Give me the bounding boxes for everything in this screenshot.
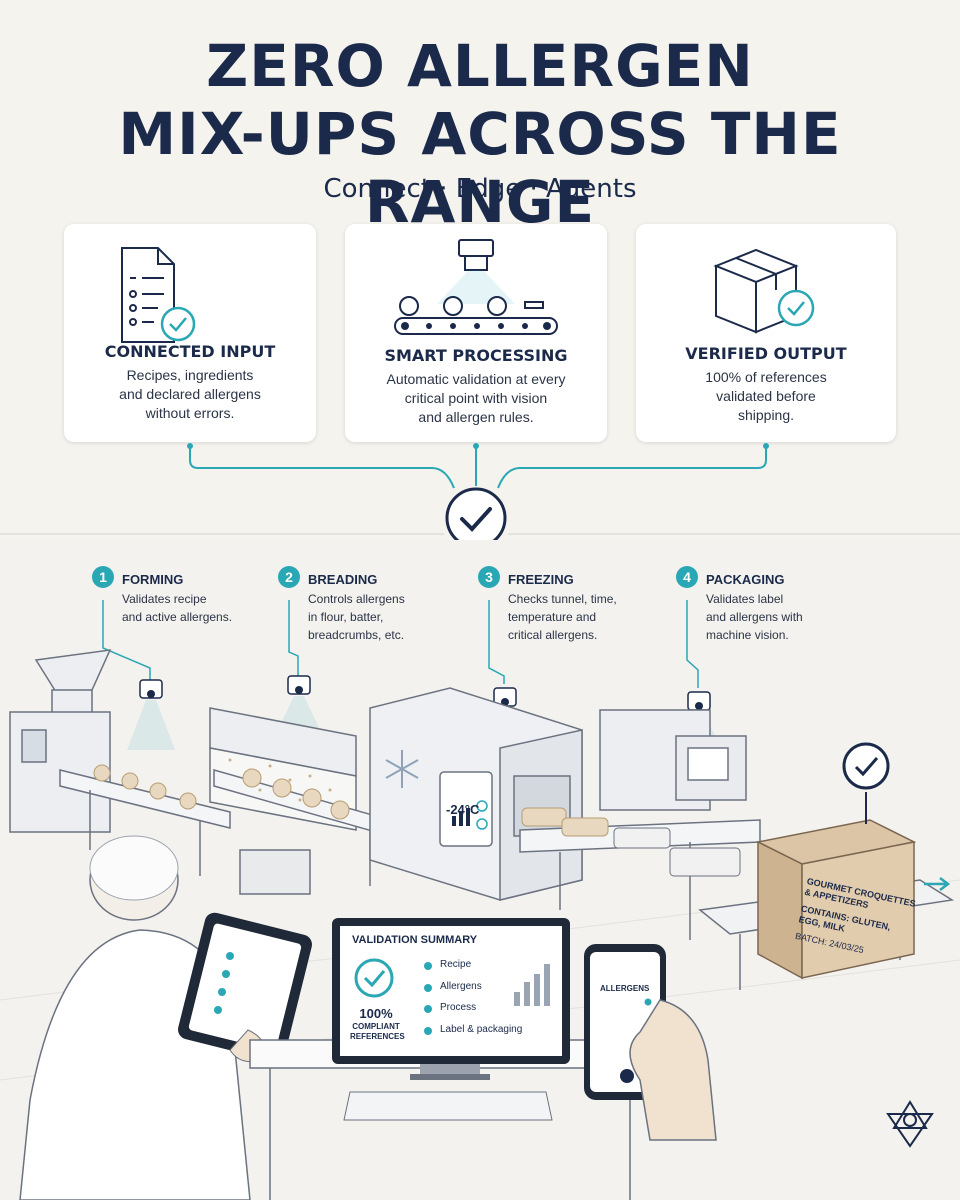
connector-lines (0, 443, 960, 535)
step-title: FORMING (122, 572, 184, 587)
step-number: 2 (278, 566, 300, 588)
monitor-item-checks (424, 962, 432, 1035)
breadcrumb-particles (228, 758, 342, 808)
monitor-item: Label & packaging (440, 1024, 523, 1035)
monitor-title: VALIDATION SUMMARY (352, 934, 478, 946)
holding-hand (629, 999, 717, 1141)
keyboard (343, 1091, 553, 1121)
shipping-box (755, 819, 917, 980)
forming-machine (9, 649, 231, 876)
title-line-2: MIX-UPS ACROSS THE RANGE (118, 100, 842, 236)
freezer-temperature: -24°C (446, 802, 480, 817)
title-line-1: ZERO ALLERGEN (206, 32, 754, 100)
monitor-item: Allergens (440, 981, 482, 992)
freezer-tunnel (369, 687, 583, 901)
step-title: FREEZING (508, 572, 574, 587)
subtitle: Connect · Edge · Agents (323, 174, 637, 204)
leader-line (686, 600, 699, 688)
croquettes (93, 764, 197, 810)
step-title: PACKAGING (706, 572, 785, 587)
croquettes (242, 768, 350, 820)
snowflake-icon (385, 750, 419, 788)
production-line-illustration (0, 600, 960, 1200)
tablet-device (178, 912, 312, 1062)
card-smart-processing: SMART PROCESSING Automatic validation at… (345, 224, 607, 442)
box-check-icon (713, 248, 815, 334)
leader-line (288, 600, 299, 676)
step-number: 4 (676, 566, 698, 588)
document-check-icon (121, 247, 196, 343)
tablet-checks (214, 952, 234, 1014)
step-number: 3 (478, 566, 500, 588)
card-title: SMART PROCESSING (384, 346, 568, 365)
output-check-icon (842, 742, 890, 824)
monitor-item: Process (440, 1002, 477, 1013)
trays (521, 807, 741, 877)
step-title: BREADING (308, 572, 378, 587)
camera-icon (127, 679, 175, 750)
card-title: CONNECTED INPUT (104, 342, 276, 361)
monitor-bar-chart (514, 964, 550, 1006)
card-title: VERIFIED OUTPUT (685, 344, 847, 363)
leader-line (102, 600, 151, 680)
arrow-right-icon (924, 877, 951, 891)
brand-logo-icon (886, 1100, 934, 1148)
packaging-conveyor (519, 709, 761, 940)
step-number: 1 (92, 566, 114, 588)
camera-conveyor-icon (394, 239, 558, 335)
monitor-item: Recipe (440, 959, 472, 970)
freezer-display-chart (452, 800, 488, 830)
monitor-percent: 100% (359, 1006, 393, 1021)
monitor-check-icon (354, 958, 394, 998)
central-check-icon (445, 487, 507, 549)
leader-line (488, 600, 505, 684)
phone-title: ALLERGENS (600, 984, 650, 993)
